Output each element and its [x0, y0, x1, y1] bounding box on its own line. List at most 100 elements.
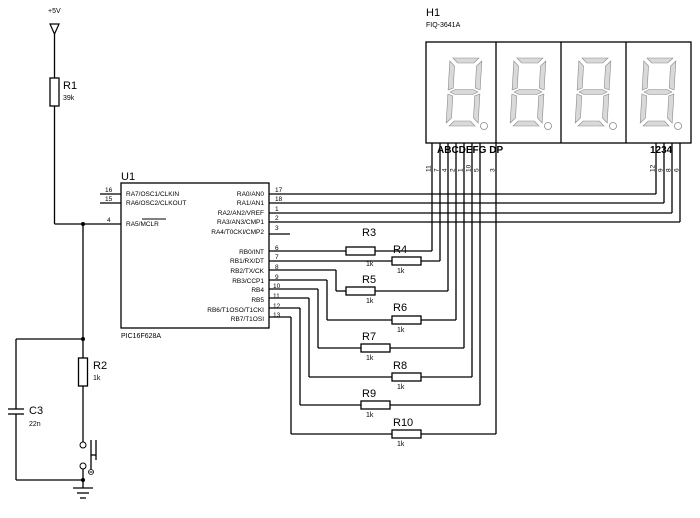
pin-number: 1	[458, 168, 465, 172]
r8-ref: R8	[393, 360, 407, 372]
pin-number: 8	[275, 264, 279, 271]
r4-value: 1k	[397, 268, 405, 275]
segment	[581, 57, 609, 64]
c3-value: 22n	[29, 421, 41, 428]
r10-value: 1k	[397, 441, 405, 448]
r2-value: 1k	[93, 375, 101, 382]
power-symbol: +5V	[48, 8, 61, 78]
resistor-r10	[391, 429, 422, 439]
pin-name: RB4	[251, 287, 264, 294]
capacitor-c3: C3 22n	[8, 405, 43, 428]
pin-number: 18	[275, 196, 283, 203]
pin-name: RA3/AN3/CMP1	[217, 219, 264, 226]
r1-value: 39k	[63, 95, 75, 102]
segment	[576, 60, 584, 91]
r8-value: 1k	[397, 384, 405, 391]
pin-name: RB1/RX/DT	[230, 258, 264, 265]
pin-number: 2	[450, 168, 457, 172]
segment	[643, 89, 673, 95]
h1-ref: H1	[426, 7, 440, 19]
r1-ref: R1	[63, 80, 77, 92]
r6-ref: R6	[393, 302, 407, 314]
segment	[667, 93, 675, 124]
pin-number: 5	[474, 168, 481, 172]
segment	[511, 60, 519, 91]
segment	[449, 89, 479, 95]
pin-number: 6	[674, 168, 681, 172]
junction-dot	[81, 478, 85, 482]
decimal-point	[674, 122, 682, 130]
pin-number: 11	[426, 165, 433, 172]
pin-number: 7	[275, 254, 279, 261]
resistor-r6	[391, 315, 422, 325]
r2-ref: R2	[93, 360, 107, 372]
pin-name: RB2/TX/CK	[230, 268, 264, 275]
pin-number: 7	[434, 168, 441, 172]
r7-value: 1k	[366, 355, 374, 362]
segment-wiring: R3 1k R4 1k R5 1k R6 1k R7 1k	[269, 160, 497, 448]
r3-ref: R3	[362, 227, 376, 239]
segment	[452, 57, 480, 64]
pin-number: 13	[273, 312, 281, 319]
ground-symbol	[73, 487, 93, 499]
pin-number: 10	[273, 283, 281, 290]
resistor-r3	[345, 246, 376, 256]
microcontroller-u1: U1 PIC16F628A 16 15 4 RA7/OSC1/CLKIN RA6…	[100, 171, 290, 340]
pin-number: 9	[275, 274, 279, 281]
r4-ref: R4	[393, 244, 407, 256]
power-label: +5V	[48, 8, 61, 15]
digit-1	[445, 57, 488, 130]
segment	[537, 93, 545, 124]
pin-number: 4	[107, 217, 111, 224]
resistor-r5	[345, 286, 376, 296]
digit-select-wires	[269, 160, 681, 223]
pin-name: RA2/AN2/VREF	[218, 210, 264, 217]
decimal-point	[480, 122, 488, 130]
r3-value: 1k	[366, 261, 374, 268]
segment	[603, 60, 612, 91]
segment-pin-labels: ABCDEFG DP	[437, 145, 503, 156]
segment	[448, 120, 476, 127]
pin-number: 16	[105, 187, 113, 194]
decimal-point	[609, 122, 617, 130]
segment	[516, 57, 544, 64]
resistor-r4	[391, 256, 422, 266]
segment	[578, 89, 608, 95]
push-button-switch	[79, 440, 97, 475]
segment	[513, 89, 543, 95]
pin-name: RB0/INT	[239, 249, 264, 256]
pin-name: RB5	[251, 297, 264, 304]
r7-ref: R7	[362, 331, 376, 343]
digit-pin-labels: 1234	[650, 145, 673, 156]
segment	[447, 60, 455, 91]
u1-part: PIC16F628A	[121, 333, 161, 340]
r10-ref: R10	[393, 417, 413, 429]
segment	[512, 120, 540, 127]
decimal-point	[544, 122, 552, 130]
c3-ref: C3	[29, 405, 43, 417]
pin-number: 8	[666, 168, 673, 172]
pin-number: 10	[466, 164, 473, 172]
digit-3	[574, 57, 617, 130]
right-pin-group: RA0/AN0 RA1/AN1 RA2/AN2/VREF RA3/AN3/CMP…	[207, 187, 282, 323]
pin-number: 15	[105, 196, 113, 203]
r6-value: 1k	[397, 327, 405, 334]
pin-name: RB6/T1OSO/T1CKI	[207, 307, 264, 314]
pin-name: RA0/AN0	[237, 191, 264, 198]
pin-name: RA5/MCLR	[126, 221, 159, 228]
pin-number: 9	[658, 168, 665, 172]
segment	[646, 57, 674, 64]
segment	[668, 60, 677, 91]
segment	[538, 60, 547, 91]
digit-4	[639, 57, 682, 130]
pin-number: 3	[490, 168, 497, 172]
pin-name: RB3/CCP1	[232, 278, 264, 285]
pin-name: RA7/OSC1/CLKIN	[126, 191, 179, 198]
resistor-r9	[360, 400, 391, 410]
r9-ref: R9	[362, 388, 376, 400]
segment	[641, 60, 649, 91]
r5-ref: R5	[362, 274, 376, 286]
segment	[639, 93, 648, 124]
segment	[509, 93, 518, 124]
